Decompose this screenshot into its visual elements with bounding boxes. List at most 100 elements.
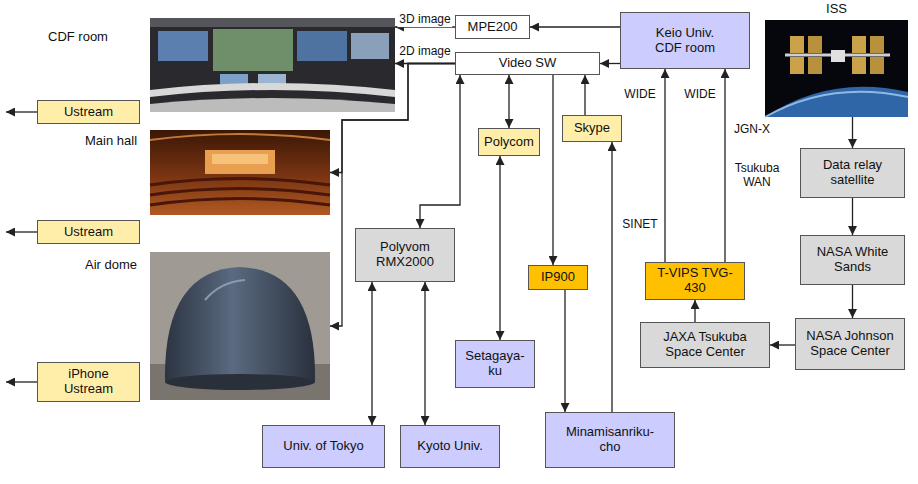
cdf-room-photo bbox=[150, 18, 395, 112]
box-label: JAXA Tsukuba Space Center bbox=[655, 330, 755, 360]
connector bbox=[499, 156, 500, 340]
box-label: MPE200 bbox=[468, 20, 518, 35]
iss-photo bbox=[870, 36, 884, 53]
main-hall-photo bbox=[150, 130, 330, 215]
photo-panel: CDF room bbox=[45, 18, 395, 112]
photo-caption: Air dome bbox=[85, 258, 330, 273]
iss-photo bbox=[808, 36, 822, 53]
connector bbox=[852, 198, 853, 235]
box-label: Polycom bbox=[484, 135, 534, 150]
cdf-room-photo bbox=[213, 29, 293, 71]
box-label: Setagaya-ku bbox=[464, 349, 526, 379]
cdf-room-photo bbox=[150, 98, 395, 112]
process-box: Data relay satellite bbox=[800, 148, 905, 198]
cdf-room-photo bbox=[351, 33, 389, 59]
process-box: Setagaya-ku bbox=[455, 340, 535, 388]
box-label: Univ. of Tokyo bbox=[283, 439, 363, 454]
process-box: Minamisanriku-cho bbox=[545, 412, 675, 468]
process-box: IP900 bbox=[528, 265, 588, 290]
connector bbox=[420, 75, 460, 228]
stream-out-arrows bbox=[6, 112, 37, 382]
iss-photo bbox=[765, 87, 908, 117]
process-box: Ustream bbox=[37, 220, 140, 244]
main-hall-photo bbox=[205, 150, 275, 174]
air-dome-photo bbox=[165, 374, 315, 390]
box-label: NASA White Sands bbox=[805, 245, 900, 275]
iss-photo bbox=[852, 57, 866, 74]
process-box: NASA White Sands bbox=[800, 235, 905, 285]
connector bbox=[584, 75, 585, 115]
process-box: Univ. of Tokyo bbox=[262, 425, 385, 468]
connector bbox=[770, 344, 795, 345]
connector bbox=[852, 117, 853, 148]
photo-panel: ISS bbox=[765, 2, 908, 117]
connector bbox=[664, 69, 665, 262]
iss-photo bbox=[790, 36, 804, 53]
process-box: Skype bbox=[562, 115, 622, 142]
iss-photo bbox=[765, 20, 908, 117]
network-label: Tsukuba WAN bbox=[729, 162, 785, 190]
air-dome-photo bbox=[150, 252, 330, 400]
cdf-room-photo bbox=[150, 83, 395, 97]
connector bbox=[552, 75, 553, 265]
air-dome-photo bbox=[205, 280, 245, 300]
connector bbox=[694, 300, 695, 322]
process-box: JAXA Tsukuba Space Center bbox=[640, 322, 770, 368]
process-box: Kyoto Univ. bbox=[400, 425, 500, 468]
iss-photo bbox=[808, 57, 822, 74]
main-hall-photo bbox=[150, 134, 330, 140]
stream-out-arrows bbox=[6, 381, 37, 382]
box-label: Video SW bbox=[499, 56, 557, 71]
iss-photo bbox=[870, 57, 884, 74]
main-hall-photo bbox=[150, 130, 330, 215]
photo-caption: ISS bbox=[765, 2, 908, 17]
connector bbox=[530, 26, 620, 27]
edge-label: 3D image bbox=[397, 13, 452, 27]
process-box: Keio Univ. CDF room bbox=[620, 12, 750, 69]
connector bbox=[424, 282, 425, 425]
process-box: NASA Johnson Space Center bbox=[795, 318, 905, 370]
edge-label: 2D image bbox=[397, 45, 452, 59]
connector bbox=[508, 75, 509, 128]
iss-photo bbox=[831, 50, 845, 62]
box-label: NASA Johnson Space Center bbox=[800, 329, 900, 359]
connector bbox=[330, 64, 455, 173]
connector bbox=[611, 142, 612, 412]
photo-caption: CDF room bbox=[48, 30, 395, 45]
process-box: T-VIPS TVG-430 bbox=[645, 262, 745, 300]
iss-photo bbox=[765, 92, 908, 117]
box-label: Kyoto Univ. bbox=[417, 439, 483, 454]
iss-photo bbox=[790, 57, 804, 74]
process-box: MPE200 bbox=[455, 15, 530, 39]
connector bbox=[564, 290, 565, 412]
cdf-room-photo bbox=[158, 31, 208, 61]
network-label: WIDE bbox=[622, 88, 657, 102]
main-hall-photo bbox=[150, 189, 330, 196]
process-box: Ustream bbox=[37, 100, 140, 124]
connector bbox=[330, 64, 455, 327]
main-hall-photo bbox=[212, 154, 268, 164]
connector bbox=[600, 63, 620, 64]
edge-label: JGN-X bbox=[732, 123, 772, 137]
cdf-room-photo bbox=[220, 74, 248, 84]
photo-panel: Main hall bbox=[80, 130, 330, 215]
cdf-room-photo bbox=[258, 74, 286, 84]
box-label: T-VIPS TVG-430 bbox=[650, 266, 740, 296]
process-box: iPhone Ustream bbox=[37, 362, 140, 402]
process-box: Polyvom RMX2000 bbox=[355, 228, 455, 282]
box-label: iPhone Ustream bbox=[59, 367, 119, 397]
connectors bbox=[330, 27, 853, 425]
stream-out-arrows bbox=[6, 111, 37, 112]
iss-photo bbox=[765, 20, 908, 117]
main-hall-photo bbox=[150, 179, 330, 186]
connector bbox=[852, 285, 853, 318]
box-label: Polyvom RMX2000 bbox=[360, 240, 450, 270]
iss-photo bbox=[852, 36, 866, 53]
connector bbox=[371, 282, 372, 425]
box-label: IP900 bbox=[541, 270, 575, 285]
box-label: Skype bbox=[574, 121, 610, 136]
main-hall-photo bbox=[150, 199, 330, 206]
cdf-room-photo bbox=[150, 18, 395, 27]
